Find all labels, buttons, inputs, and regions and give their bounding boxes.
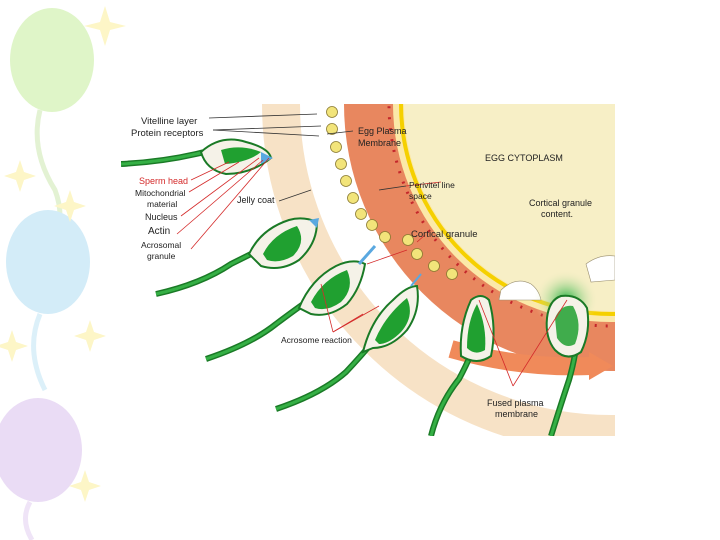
red-pointers xyxy=(176,157,568,387)
label-mitochondrial-2: material xyxy=(147,199,177,209)
label-jelly-coat: Jelly coat xyxy=(237,195,275,205)
label-vitelline-layer: Vitelline layer xyxy=(141,116,197,127)
label-sperm-head: Sperm head xyxy=(139,176,188,186)
sperm-5 xyxy=(428,295,495,436)
label-protein-receptors: Protein receptors xyxy=(131,128,204,139)
label-acrosomal-2: granule xyxy=(147,251,176,261)
label-cortical-content-1: Cortical granule xyxy=(529,198,592,208)
sparkle-icon xyxy=(4,160,36,192)
label-egg-plasma-2: Membrane xyxy=(358,138,401,148)
label-perivitelline-1: Perivitel line xyxy=(409,180,455,190)
label-actin: Actin xyxy=(148,226,170,237)
cortical-granule-content xyxy=(498,255,615,301)
outer-jelly-band xyxy=(262,104,615,436)
label-egg-plasma-1: Egg Plasma xyxy=(358,126,407,136)
egg-plasma-membrane xyxy=(399,104,615,316)
label-cortical-content-2: content. xyxy=(541,209,573,219)
balloon-string xyxy=(31,313,48,392)
sperm-6 xyxy=(545,294,590,436)
sperm-1 xyxy=(121,138,273,176)
balloon-icon xyxy=(0,398,82,502)
label-egg-cytoplasm: EGG CYTOPLASM xyxy=(485,153,563,163)
sperm-3 xyxy=(205,245,377,362)
label-acrosomal-1: Acrosomal xyxy=(141,240,181,250)
label-perivitelline-2: space xyxy=(409,191,432,201)
sparkle-icon xyxy=(84,6,126,46)
sperm-2 xyxy=(155,217,319,297)
sperm-4 xyxy=(275,273,422,412)
label-mitochondrial-1: Mitochondrial xyxy=(135,188,186,198)
egg-cytoplasm xyxy=(404,104,615,311)
balloon-string xyxy=(23,500,35,540)
label-acrosome-reaction: Acrosome reaction xyxy=(281,335,352,345)
sparkle-icon xyxy=(69,470,101,502)
sparkle-icon xyxy=(74,320,106,352)
label-nucleus: Nucleus xyxy=(145,212,178,222)
label-fused-1: Fused plasma xyxy=(487,398,544,408)
sparkle-icon xyxy=(54,190,86,222)
cortical-granules xyxy=(326,106,458,280)
sparkle-icon xyxy=(0,330,28,362)
label-fused-2: membrane xyxy=(495,409,538,419)
fertilization-diagram: Vitelline layer Protein receptors Sperm … xyxy=(121,104,615,436)
balloon-icon xyxy=(10,8,94,112)
label-pointers xyxy=(208,113,407,202)
balloon-icon xyxy=(6,210,90,314)
arrow-head-icon xyxy=(589,352,613,380)
label-cortical-granule: Cortical granule xyxy=(411,229,478,240)
